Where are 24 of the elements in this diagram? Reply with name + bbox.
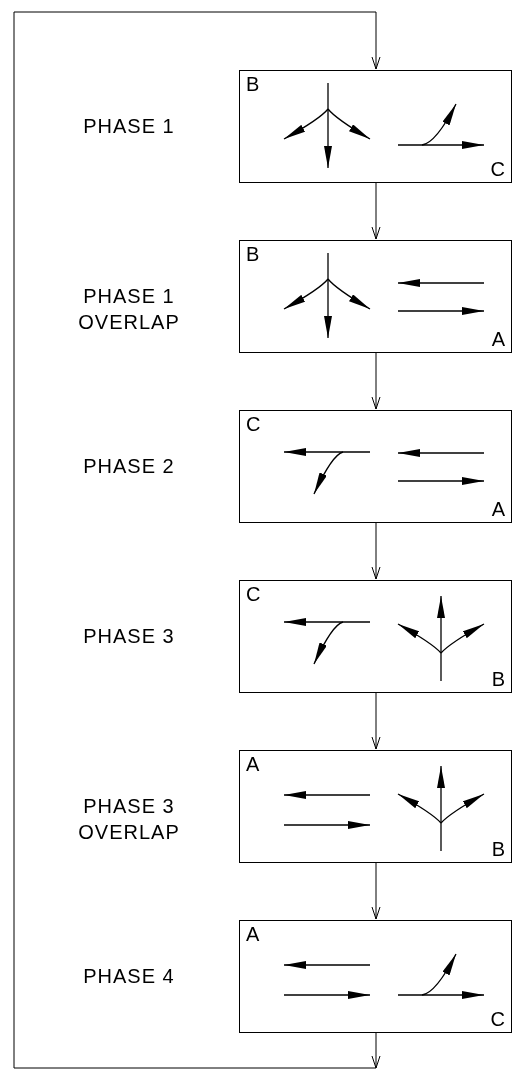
approach-letter: A (246, 923, 260, 945)
phase-label: PHASE 3 (82, 623, 176, 649)
phase-box (239, 70, 512, 183)
phase-label: PHASE 4 (82, 963, 176, 989)
phase-box (239, 240, 512, 353)
approach-letter: C (490, 1008, 505, 1030)
approach-letter: A (246, 753, 260, 775)
phase-label: PHASE 1 (82, 113, 176, 139)
approach-letter: B (246, 243, 260, 265)
phase-box (239, 410, 512, 523)
phase-box (239, 580, 512, 693)
phase-box (239, 750, 512, 863)
approach-letter: C (246, 413, 261, 435)
approach-letter: C (246, 583, 261, 605)
approach-letter: A (491, 328, 505, 350)
approach-letter: A (491, 498, 505, 520)
phase-label: PHASE 1 OVERLAP (77, 283, 181, 335)
approach-letter: B (246, 73, 260, 95)
phase-label: PHASE 3 OVERLAP (77, 793, 181, 845)
approach-letter: C (490, 158, 505, 180)
approach-letter: B (491, 838, 505, 860)
phase-box (239, 920, 512, 1033)
approach-letter: B (491, 668, 505, 690)
phase-label: PHASE 2 (82, 453, 176, 479)
